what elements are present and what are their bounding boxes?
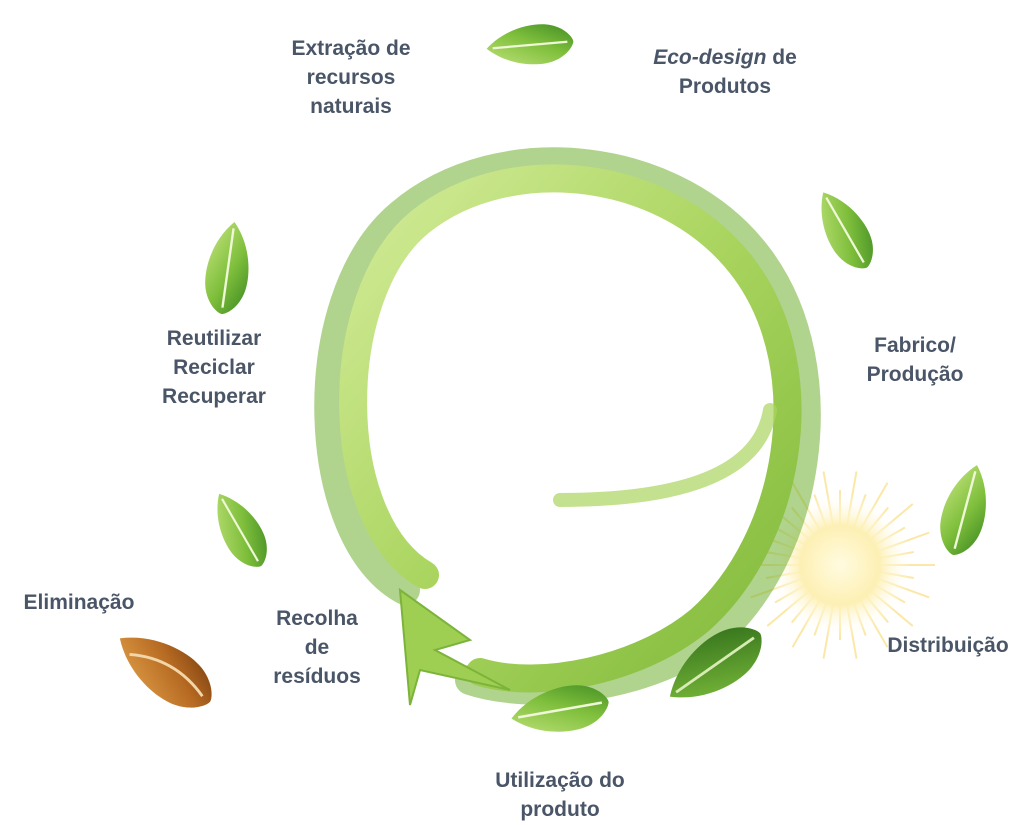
label-reuse: Reutilizar Reciclar Recuperar	[162, 327, 266, 408]
leaf-collection-icon	[202, 484, 278, 576]
leaf-extraction-icon	[484, 21, 576, 69]
label-collection: Recolha de resíduos	[273, 607, 361, 688]
leaf-manufacturing-icon	[806, 182, 884, 278]
label-extraction: Extração de recursos naturais	[291, 37, 411, 118]
leaf-usage-icon	[507, 679, 613, 741]
cycle-ring-icon	[314, 147, 821, 706]
leaf-reuse-icon	[200, 219, 256, 317]
label-usage: Utilização do produto	[495, 769, 625, 821]
leaf-elimination-icon	[105, 617, 225, 723]
leaf-usage-dark-icon	[655, 612, 775, 718]
label-distribution: Distribuição	[887, 634, 1009, 657]
label-ecodesign: Eco-design de Produtos	[653, 46, 797, 98]
leaf-distribution-icon	[932, 459, 998, 561]
label-manufacturing: Fabrico/ Produção	[866, 334, 964, 386]
label-elimination: Eliminação	[23, 591, 135, 614]
